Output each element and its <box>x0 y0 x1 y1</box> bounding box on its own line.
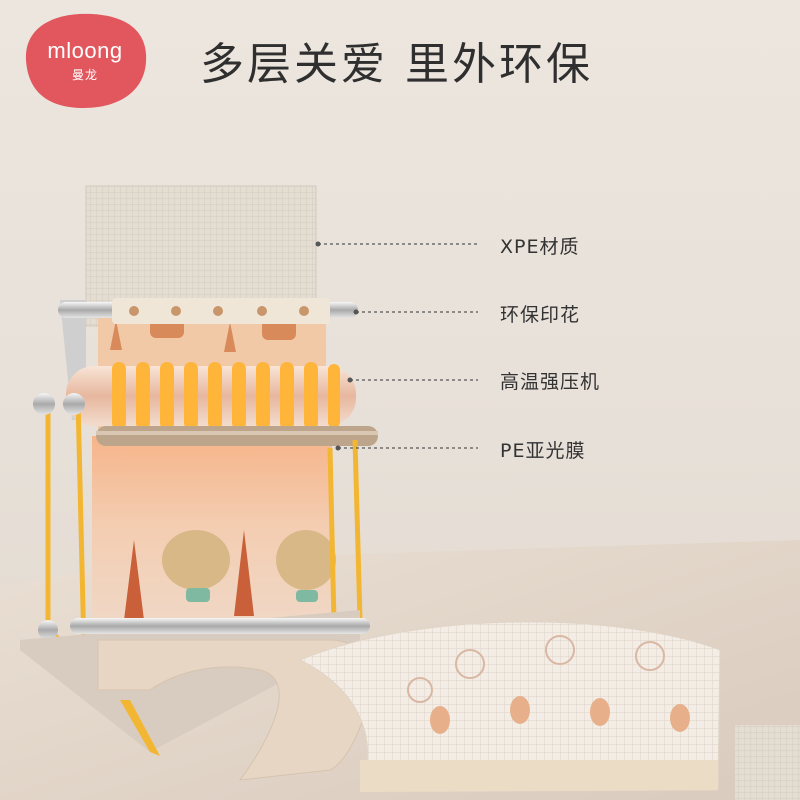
layer-label-pe-film: PE亚光膜 <box>500 440 586 462</box>
brand-logo: mloong 曼龙 <box>18 8 152 112</box>
corner-mat-sample <box>735 725 800 800</box>
logo-brand-name-cn: 曼龙 <box>71 68 98 82</box>
page-title: 多层关爱 里外环保 <box>200 39 593 90</box>
bottom-roller <box>70 618 370 634</box>
finished-mat-edge <box>360 760 718 792</box>
finished-mat-print <box>407 635 665 703</box>
logo-brand-name: mloong <box>47 38 123 63</box>
pe-film-roller <box>96 426 378 446</box>
layer-label-press: 高温强压机 <box>500 371 601 393</box>
callout-dots <box>315 241 359 451</box>
mat-illustrations <box>124 530 336 620</box>
callout-lines <box>318 243 478 449</box>
print-roll-pattern <box>129 306 309 316</box>
heating-rings <box>112 362 340 430</box>
finished-mat <box>298 621 721 793</box>
layer-label-xpe: XPE材质 <box>500 236 580 258</box>
finished-mat-spots <box>430 696 690 734</box>
logo-blob-shape <box>25 13 147 108</box>
layer-label-print: 环保印花 <box>500 304 581 326</box>
